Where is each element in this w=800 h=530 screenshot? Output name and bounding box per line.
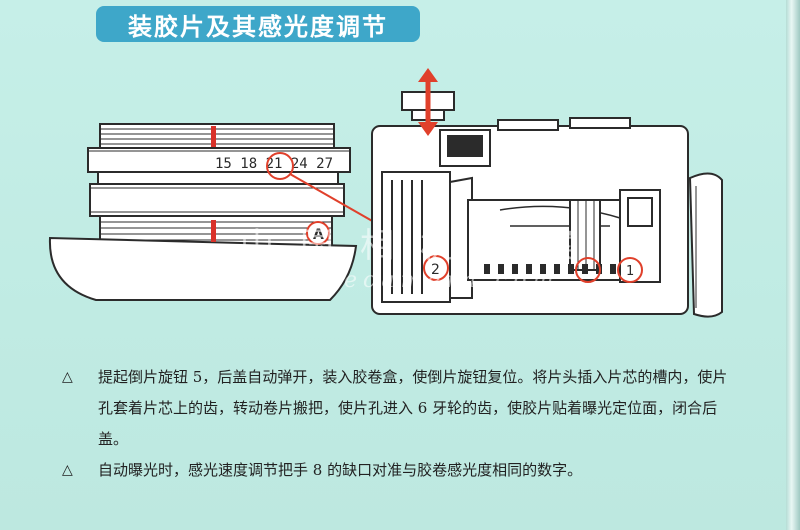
index-mark-lower — [211, 220, 216, 242]
section-title-banner: 装胶片及其感光度调节 — [96, 6, 420, 42]
cartridge-callout-circle — [423, 255, 449, 281]
watermark-chinese: 中国相机档案 — [240, 226, 600, 266]
camera-body-open-back — [371, 91, 723, 318]
instruction-text-2: 自动曝光时，感光速度调节把手 8 的缺口对准与胶卷感光度相同的数字。 — [98, 461, 583, 479]
cartridge-callout-label: 2 — [431, 262, 440, 278]
sprocket-callout-label: 1 — [626, 264, 634, 279]
section-title: 装胶片及其感光度调节 — [128, 12, 388, 41]
auto-mark-circle — [306, 221, 330, 245]
page-spine-edge — [786, 0, 800, 530]
instruction-paragraph-1: △ 提起倒片旋钮 5，后盖自动弹开，装入胶卷盒，使倒片旋钮复位。将片头插入片芯的… — [62, 362, 742, 455]
watermark-english: chinesecamera.com — [236, 268, 560, 293]
camera-illustration: 15 18 21 24 27 A — [48, 68, 723, 318]
instruction-paragraph-2: △ 自动曝光时，感光速度调节把手 8 的缺口对准与胶卷感光度相同的数字。 — [62, 455, 742, 486]
auto-mark-label: A — [313, 227, 324, 243]
camera-diagram: 15 18 21 24 27 A — [0, 50, 780, 360]
index-mark-upper — [211, 126, 216, 147]
triangle-bullet-icon: △ — [62, 462, 73, 478]
triangle-bullet-icon: △ — [62, 369, 73, 385]
rewind-knob-arrow — [418, 68, 438, 136]
iso-selector-circle — [266, 152, 294, 180]
instructions: △ 提起倒片旋钮 5，后盖自动弹开，装入胶卷盒，使倒片旋钮复位。将片头插入片芯的… — [62, 362, 742, 486]
sprocket-callout-circle-right — [617, 257, 643, 283]
instruction-text-1: 提起倒片旋钮 5，后盖自动弹开，装入胶卷盒，使倒片旋钮复位。将片头插入片芯的槽内… — [98, 368, 728, 448]
iso-dial-scale: 15 18 21 24 27 — [215, 156, 333, 172]
sprocket-callout-circle-left — [575, 257, 601, 283]
